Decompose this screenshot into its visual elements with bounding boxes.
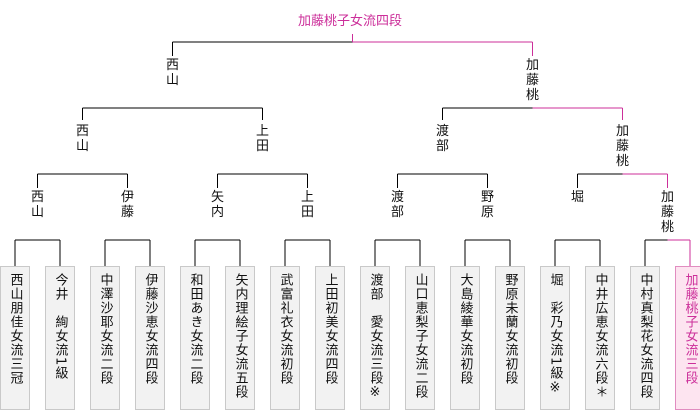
round2-advancer-4: 上 田 [300, 190, 314, 220]
player-name: 中澤沙耶女流二段 [97, 273, 113, 385]
player-name: 伊藤沙恵女流四段 [142, 273, 158, 385]
player-box-4: 伊藤沙恵女流四段 [135, 266, 165, 410]
player-name: 加藤桃子女流三段 [682, 273, 698, 385]
round2-advancer-5: 渡 部 [390, 190, 404, 220]
player-name: 中井広恵女流六段＊ [592, 273, 608, 399]
round3-advancer-2: 上 田 [255, 124, 269, 154]
player-name: 和田あき女流二段 [187, 273, 203, 385]
player-box-2: 今井 絢女流1級 [45, 266, 75, 410]
player-box-11: 大島綾華女流初段 [450, 266, 480, 410]
player-name: 上田初美女流四段 [322, 273, 338, 385]
player-name: 中村真梨花女流四段 [637, 273, 653, 399]
round2-advancer-7: 堀 [570, 190, 584, 205]
round3-advancer-4: 加 藤 桃 [615, 124, 629, 169]
round2-advancer-1: 西 山 [30, 190, 44, 220]
player-name: 山口恵梨子女流二段 [412, 273, 428, 399]
player-box-14: 中井広恵女流六段＊ [585, 266, 615, 410]
player-box-13: 堀 彩乃女流1級※ [540, 266, 570, 410]
round4-advancer-2: 加 藤 桃 [525, 58, 539, 103]
player-name: 大島綾華女流初段 [457, 273, 473, 385]
player-name: 野原未蘭女流初段 [502, 273, 518, 385]
player-box-16: 加藤桃子女流三段 [675, 266, 700, 410]
player-name: 堀 彩乃女流1級※ [547, 273, 563, 397]
round3-advancer-3: 渡 部 [435, 124, 449, 154]
player-name: 渡部 愛女流三段※ [367, 273, 383, 401]
player-box-8: 上田初美女流四段 [315, 266, 345, 410]
round4-advancer-1: 西 山 [165, 58, 179, 88]
player-box-3: 中澤沙耶女流二段 [90, 266, 120, 410]
player-box-7: 武富礼衣女流初段 [270, 266, 300, 410]
player-name: 武富礼衣女流初段 [277, 273, 293, 385]
player-name: 西山朋佳女流三冠 [7, 273, 23, 385]
player-name: 矢内理絵子女流五段 [232, 273, 248, 399]
player-box-10: 山口恵梨子女流二段 [405, 266, 435, 410]
player-box-1: 西山朋佳女流三冠 [0, 266, 30, 410]
player-box-12: 野原未蘭女流初段 [495, 266, 525, 410]
round2-advancer-6: 野 原 [480, 190, 494, 220]
player-name: 今井 絢女流1級 [52, 273, 68, 381]
round2-advancer-8: 加 藤 桃 [660, 190, 674, 235]
round3-advancer-1: 西 山 [75, 124, 89, 154]
player-box-15: 中村真梨花女流四段 [630, 266, 660, 410]
player-box-6: 矢内理絵子女流五段 [225, 266, 255, 410]
champion-title: 加藤桃子女流四段 [297, 14, 402, 29]
round2-advancer-2: 伊 藤 [120, 190, 134, 220]
round2-advancer-3: 矢 内 [210, 190, 224, 220]
player-box-5: 和田あき女流二段 [180, 266, 210, 410]
player-box-9: 渡部 愛女流三段※ [360, 266, 390, 410]
